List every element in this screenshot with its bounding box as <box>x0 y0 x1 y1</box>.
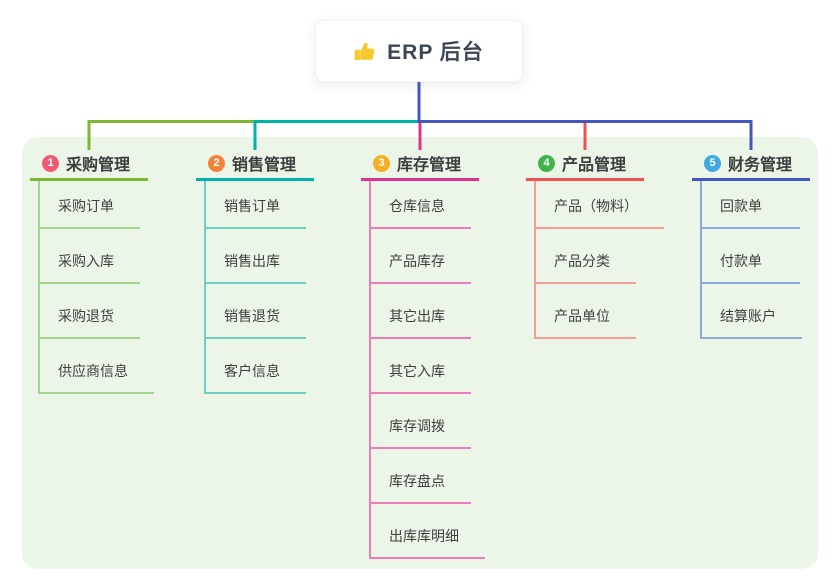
branch-trunk-line <box>700 181 702 339</box>
subtopic-node[interactable]: 库存盘点 库存盘点 <box>369 449 471 504</box>
subtopic-node[interactable]: 付款单 付款单 <box>700 229 800 284</box>
subtopic-node[interactable]: 客户信息 客户信息 <box>204 339 306 394</box>
subtopic-label: 其它出库 <box>389 308 445 324</box>
subtopic-label: 结算账户 <box>720 308 776 324</box>
subtopic-node[interactable]: 产品库存 产品库存 <box>369 229 471 284</box>
subtopic-label: 采购订单 <box>58 198 114 214</box>
subtopic-node[interactable]: 产品（物料） 产品（物料） <box>534 174 664 229</box>
subtopic-node[interactable]: 其它入库 其它入库 <box>369 339 471 394</box>
subtopic-label: 付款单 <box>720 253 762 269</box>
subtopic-node[interactable]: 销售退货 销售退货 <box>204 284 306 339</box>
branch-trunk-line <box>38 181 40 394</box>
subtopic-node[interactable]: 产品分类 产品分类 <box>534 229 636 284</box>
subtopic-label: 回款单 <box>720 198 762 214</box>
subtopic-label: 产品单位 <box>554 308 610 324</box>
subtopic-label: 产品（物料） <box>554 198 638 214</box>
branch-number-badge: 5 <box>704 154 721 172</box>
subtopic-node[interactable]: 库存调拨 库存调拨 <box>369 394 471 449</box>
subtopic-label: 采购入库 <box>58 253 114 269</box>
branch-number-badge: 2 <box>208 154 225 172</box>
subtopic-label: 销售订单 <box>224 198 280 214</box>
branch-topic-label: 采购管理 <box>66 157 131 174</box>
subtopic-label: 销售退货 <box>224 308 280 324</box>
subtopic-node[interactable]: 出库库明细 出库库明细 <box>369 504 485 559</box>
subtopic-node[interactable]: 采购退货 采购退货 <box>38 284 140 339</box>
subtopic-label: 仓库信息 <box>389 198 445 214</box>
subtopic-node[interactable]: 采购入库 采购入库 <box>38 229 140 284</box>
branch-topic-label: 库存管理 <box>397 157 462 174</box>
branch-trunk-line <box>204 181 206 394</box>
subtopic-node[interactable]: 结算账户 结算账户 <box>700 284 802 339</box>
subtopic-label: 其它入库 <box>389 363 445 379</box>
branches-panel <box>22 137 818 569</box>
branch-topic[interactable]: 5 财务管理 <box>692 148 810 181</box>
subtopic-label: 销售出库 <box>224 253 280 269</box>
subtopic-node[interactable]: 供应商信息 供应商信息 <box>38 339 154 394</box>
branch-number-badge: 1 <box>42 154 59 172</box>
subtopic-node[interactable]: 产品单位 产品单位 <box>534 284 636 339</box>
subtopic-node[interactable]: 其它出库 其它出库 <box>369 284 471 339</box>
subtopic-label: 出库库明细 <box>389 528 459 544</box>
subtopic-label: 产品库存 <box>389 253 445 269</box>
branch-topic-label: 财务管理 <box>728 157 793 174</box>
branch-topic[interactable]: 3 库存管理 <box>361 148 479 181</box>
subtopic-label: 客户信息 <box>224 363 280 379</box>
subtopic-label: 库存盘点 <box>389 473 445 489</box>
branch-trunk-line <box>369 181 371 559</box>
subtopic-label: 供应商信息 <box>58 363 128 379</box>
branch-number-badge: 3 <box>373 154 390 172</box>
subtopic-node[interactable]: 仓库信息 仓库信息 <box>369 174 471 229</box>
subtopic-label: 采购退货 <box>58 308 114 324</box>
subtopic-node[interactable]: 销售订单 销售订单 <box>204 174 306 229</box>
branch-topic-label: 产品管理 <box>562 157 627 174</box>
subtopic-label: 产品分类 <box>554 253 610 269</box>
branch-topic-label: 销售管理 <box>232 157 297 174</box>
subtopic-node[interactable]: 采购订单 采购订单 <box>38 174 140 229</box>
root-topic[interactable]: ERP 后台 <box>315 20 523 82</box>
branch-trunk-line <box>534 181 536 339</box>
root-topic-label: ERP 后台 <box>387 41 484 64</box>
thumbs-up-icon <box>354 42 375 60</box>
branch-number-badge: 4 <box>538 154 555 172</box>
branch-topic[interactable]: 4 产品管理 <box>526 148 644 181</box>
subtopic-label: 库存调拨 <box>389 418 445 434</box>
branch-topic[interactable]: 2 销售管理 <box>196 148 314 181</box>
branch-topic[interactable]: 1 采购管理 <box>30 148 148 181</box>
subtopic-node[interactable]: 销售出库 销售出库 <box>204 229 306 284</box>
subtopic-node[interactable]: 回款单 回款单 <box>700 174 800 229</box>
